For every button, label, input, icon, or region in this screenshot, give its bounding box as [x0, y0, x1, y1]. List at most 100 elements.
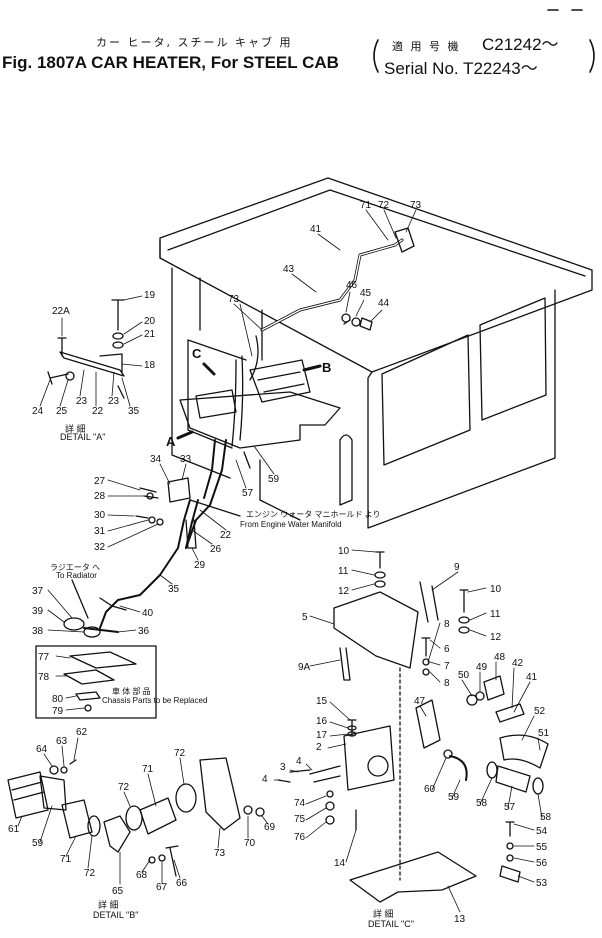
callout: 11: [490, 609, 501, 620]
callout: 73: [214, 848, 226, 859]
callout: 57: [504, 802, 516, 813]
figure-title: Fig. 1807A CAR HEATER, For STEEL CAB: [2, 53, 339, 72]
callout: 28: [94, 491, 106, 502]
callout: 7: [444, 661, 450, 672]
floor-plate: [179, 391, 341, 449]
callout: 72: [174, 748, 186, 759]
callout: 72: [84, 868, 96, 879]
valve-port: [367, 755, 389, 777]
callout: 60: [424, 784, 436, 795]
callout: 54: [536, 826, 548, 837]
callout: 40: [142, 608, 154, 619]
defroster: [195, 389, 237, 419]
hose-61: [7, 771, 49, 819]
hose-59b: [449, 755, 468, 781]
view-letters: A B C: [166, 346, 331, 449]
detail-b-label: DETAIL "B": [93, 910, 138, 920]
callout: 5: [302, 612, 308, 623]
serial-start: C21242～: [482, 35, 559, 54]
callout: 17: [316, 730, 328, 741]
washer-67: [158, 854, 166, 862]
pipe-clamp-group: エンジン ウォータ マニホールド より From Engine Water Ma…: [99, 477, 381, 629]
hose-51: [499, 734, 549, 769]
callout: 72: [118, 782, 130, 793]
supply-pipe: [185, 439, 227, 549]
callout: 70: [244, 838, 256, 849]
detail-c-jp: 詳 細: [373, 908, 394, 919]
leader-lines: [17, 209, 543, 913]
serial-label: Serial No. T22243～: [384, 59, 538, 78]
cab-front-window: [187, 339, 247, 449]
callout: 52: [534, 706, 546, 717]
callout: 47: [414, 696, 426, 707]
clamp-72a: [87, 815, 101, 837]
view-a-arrow: [176, 430, 194, 440]
fitting-4: [289, 769, 311, 773]
washer-75: [325, 801, 335, 811]
detail-a-jp: 詳 細: [65, 423, 86, 434]
callout: 59: [268, 474, 280, 485]
callout: 73: [228, 294, 240, 305]
callout: 11: [338, 566, 349, 577]
callout: 61: [8, 824, 20, 835]
callout: 22: [92, 406, 104, 417]
nut-25: [65, 371, 75, 381]
callout: 23: [108, 396, 120, 407]
bolt-66: [165, 845, 179, 877]
callout: 24: [32, 406, 44, 417]
bolt-24: [47, 371, 69, 385]
callout: 48: [494, 652, 506, 663]
callout: 57: [242, 488, 254, 499]
callout: 29: [194, 560, 206, 571]
callout: 59: [32, 838, 44, 849]
vent-nozzle: [394, 227, 415, 253]
callout: 50: [458, 670, 470, 681]
callout: 2: [316, 742, 322, 753]
clip-9a: [339, 647, 351, 681]
detail-b-jp: 詳 細: [98, 899, 119, 910]
callout: 49: [476, 662, 488, 673]
washer-68: [148, 856, 156, 864]
washer-50: [466, 694, 478, 706]
washer-74: [326, 790, 334, 798]
view-b-arrow: [302, 364, 322, 372]
washer-12: [374, 580, 386, 588]
bolt-69: [255, 807, 265, 817]
washer-11b: [458, 616, 470, 624]
nut-8: [422, 668, 430, 676]
radiator-jp: ラジエータ へ: [50, 563, 100, 572]
callout: 76: [294, 832, 306, 843]
callout: 65: [112, 886, 124, 897]
washer-21: [112, 341, 124, 349]
clamp-60: [443, 749, 453, 759]
detail-b: 詳 細 DETAIL "B": [7, 757, 265, 920]
header-brackets: [373, 9, 595, 73]
bracket-23: [99, 353, 123, 373]
pipe-42: [495, 703, 525, 723]
callout: 62: [76, 727, 88, 738]
callout: 79: [52, 706, 64, 717]
callout: 45: [360, 288, 372, 299]
roof-rim: [167, 189, 586, 277]
callout: 41: [310, 224, 322, 235]
bolt-10: [375, 551, 385, 569]
fitting-48: [483, 675, 505, 701]
callout: 8: [444, 619, 450, 630]
callout: 18: [144, 360, 156, 371]
callout: 69: [264, 822, 276, 833]
washer-76: [325, 815, 335, 825]
bolt-54: [505, 821, 515, 837]
bracket-80: [75, 691, 101, 701]
washer-70: [243, 805, 253, 815]
callout: 3: [280, 762, 286, 773]
callout: 12: [490, 632, 502, 643]
callout: 55: [536, 842, 548, 853]
fitting-3: [309, 765, 341, 783]
bracket-59: [39, 775, 67, 811]
japanese-title: カー ヒータ, スチール キャブ 用: [96, 35, 292, 49]
callout: 64: [36, 744, 48, 755]
callout: 78: [38, 672, 50, 683]
callout: 58: [476, 798, 488, 809]
bolt-15: [347, 719, 357, 737]
chassis-parts-box: [35, 645, 157, 719]
